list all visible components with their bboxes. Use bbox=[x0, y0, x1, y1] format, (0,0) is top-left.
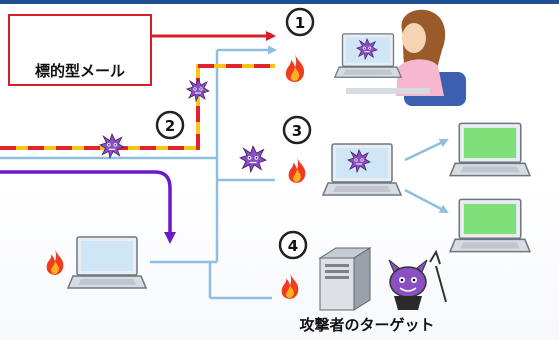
devil-icon bbox=[388, 249, 447, 310]
fire-icon bbox=[46, 249, 64, 275]
virus-icon bbox=[239, 145, 267, 173]
server-icon bbox=[318, 247, 372, 311]
laptop-icon bbox=[322, 143, 402, 196]
step-3-number: 3 bbox=[292, 122, 302, 140]
fire-icon bbox=[281, 273, 299, 299]
mail-red-arrow bbox=[152, 31, 276, 41]
virus-icon bbox=[186, 78, 210, 102]
attacker-target-label: 攻撃者のターゲット bbox=[299, 316, 435, 334]
targeted-mail-box: 標的型メール bbox=[8, 14, 152, 86]
step-2-number: 2 bbox=[165, 117, 175, 135]
fire-icon bbox=[288, 157, 306, 183]
step-badges: 1 2 3 4 bbox=[155, 7, 315, 260]
laptop-icon bbox=[449, 198, 531, 253]
purple-arrow bbox=[0, 170, 176, 244]
virus-icon bbox=[99, 133, 125, 159]
step-4-number: 4 bbox=[288, 237, 298, 255]
laptop-icon bbox=[67, 236, 147, 289]
office-worker-icon bbox=[346, 9, 466, 106]
step-1-number: 1 bbox=[295, 14, 305, 32]
top-border bbox=[0, 0, 559, 4]
targeted-mail-label: 標的型メール bbox=[34, 62, 125, 80]
fire-icon bbox=[285, 54, 305, 82]
attack-dashed-path bbox=[0, 64, 275, 150]
laptop-icon bbox=[449, 122, 531, 177]
link-lines bbox=[0, 45, 449, 300]
